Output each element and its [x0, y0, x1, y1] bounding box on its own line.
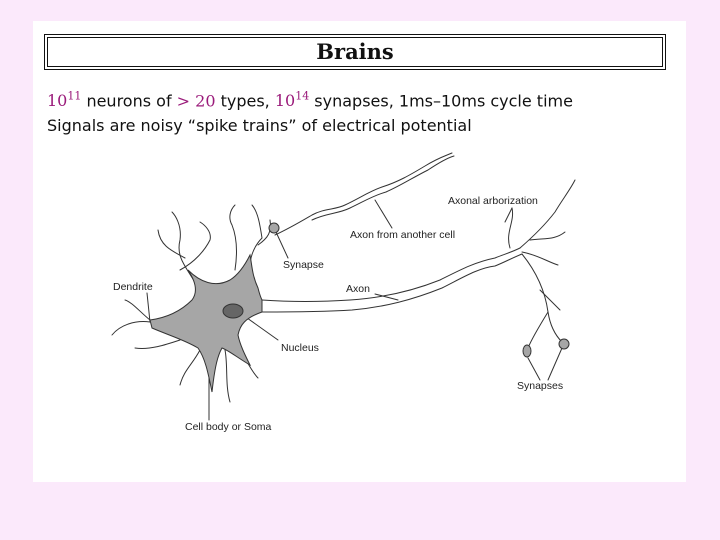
dendrite-branch	[180, 350, 200, 385]
arborization-branch	[540, 290, 560, 310]
dendrite-branch	[180, 222, 210, 270]
dendrite-branch	[230, 205, 237, 270]
arborization-branch	[520, 180, 575, 248]
label-axon-from-another-cell: Axon from another cell	[350, 229, 455, 241]
dendrite-branch	[225, 350, 230, 402]
axon-from-another-cell-outline	[312, 156, 454, 220]
label-axon: Axon	[346, 283, 370, 295]
axon-from-another-cell-leader	[375, 200, 392, 228]
synapse-terminal	[559, 339, 569, 349]
arborization-branch	[528, 312, 548, 348]
label-nucleus: Nucleus	[281, 342, 319, 354]
synapse-leader	[276, 232, 288, 258]
dendrite-branch	[135, 340, 180, 348]
axon-from-another-cell	[275, 153, 452, 235]
axonal-arborization-leader	[505, 208, 512, 222]
label-cell-body: Cell body or Soma	[185, 421, 272, 433]
arborization-branch	[530, 232, 565, 240]
axon-upper	[262, 248, 520, 302]
label-axonal-arborization: Axonal arborization	[448, 195, 538, 207]
nucleus	[223, 304, 243, 318]
dendrite-branch	[112, 322, 150, 335]
label-dendrite: Dendrite	[113, 281, 153, 293]
arborization-branch	[522, 254, 562, 342]
arborization-branch	[522, 252, 558, 265]
synapse-terminal	[523, 345, 531, 357]
synapses-leader	[528, 358, 540, 380]
dendrite-branch	[158, 230, 185, 258]
label-synapse: Synapse	[283, 259, 324, 271]
synapses-leader	[548, 348, 562, 380]
soma	[150, 255, 262, 392]
synapse-terminal	[269, 223, 279, 233]
dendrite-branch	[125, 300, 150, 320]
label-synapses: Synapses	[517, 380, 563, 392]
